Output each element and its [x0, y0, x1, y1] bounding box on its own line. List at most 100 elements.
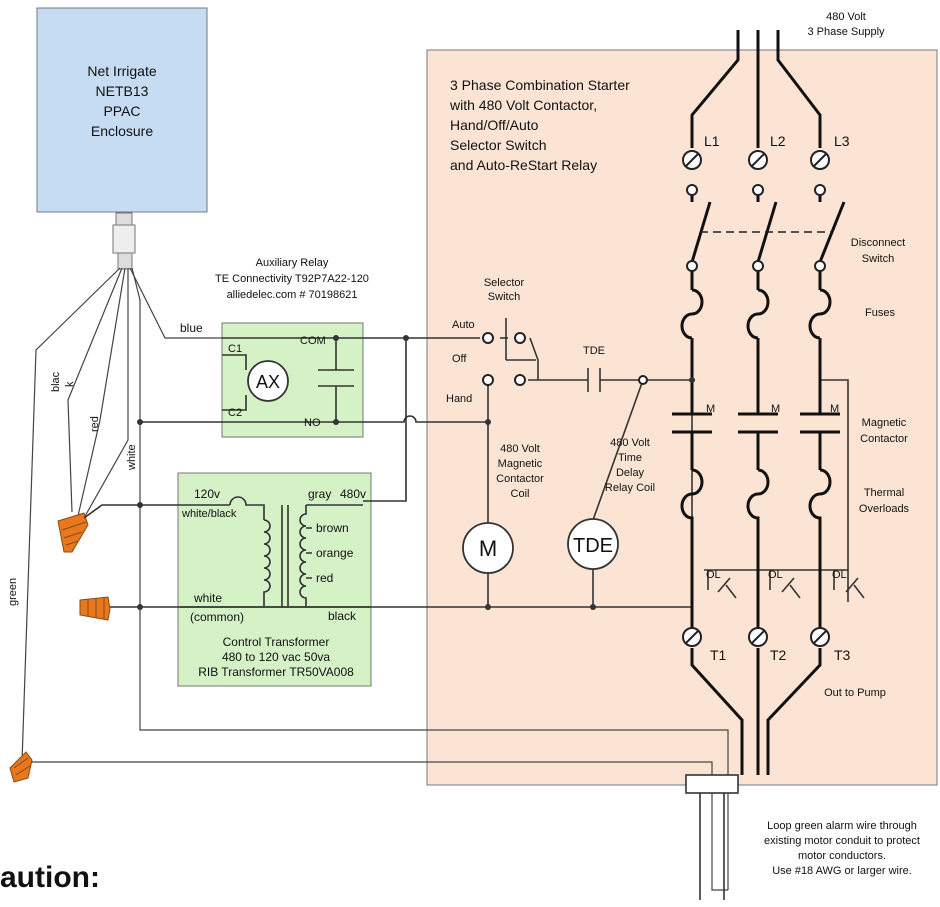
terminal-label-t3: T3 [834, 647, 851, 663]
terminal-label-l3: L3 [834, 133, 850, 149]
loop-note: motor conductors. [798, 850, 886, 862]
transformer-title: Control Transformer [223, 635, 330, 649]
phase-lines [672, 30, 846, 775]
disconnect-label: Switch [862, 253, 894, 265]
aux-relay-box [221, 322, 364, 438]
motor-conduit [685, 774, 739, 900]
aux-relay-internals [222, 335, 354, 425]
contactor-coil-label: 480 Volt [500, 443, 540, 455]
magnetic-contactor-label: Contactor [860, 433, 908, 445]
transformer-480v-label: 480v [340, 487, 366, 501]
terminal-label-l1: L1 [704, 133, 720, 149]
tde-coil-label: Delay [616, 467, 645, 479]
tde-coil-label: Time [618, 452, 642, 464]
tde-coil-symbol [567, 518, 619, 570]
line-terminals [682, 150, 830, 272]
out-to-pump-label: Out to Pump [824, 687, 886, 699]
starter-panel [426, 49, 938, 786]
terminal-label-l2: L2 [770, 133, 786, 149]
transformer-red-label: red [316, 571, 333, 585]
relay-c2-label: C2 [228, 407, 242, 419]
selector-off-label: Off [452, 353, 467, 365]
starter-title: Hand/Off/Auto [450, 117, 539, 133]
contactor-coil-symbol-label: M [479, 536, 497, 561]
loop-note: existing motor conduit to protect [764, 835, 920, 847]
starter-title: and Auto-ReStart Relay [450, 157, 597, 173]
terminal-label-t2: T2 [770, 647, 787, 663]
selector-label: Switch [488, 291, 520, 303]
transformer-black-label: black [328, 609, 357, 623]
loop-note-box [740, 815, 940, 895]
disconnect-label: Disconnect [851, 237, 905, 249]
transformer-box [177, 472, 372, 687]
tde-coil-symbol-label: TDE [573, 535, 613, 557]
transformer-spec: 480 to 120 vac 50va [222, 650, 330, 664]
aux-relay-label: Auxiliary Relay [256, 257, 329, 269]
aux-relay-label: alliedelec.com # 70198621 [227, 289, 358, 301]
contactor-coil-symbol [462, 522, 514, 574]
relay-com-label: COM [300, 335, 326, 347]
terminal-label-t1: T1 [710, 647, 727, 663]
contact-m-label: M [706, 403, 715, 415]
selector-hand-label: Hand [446, 393, 472, 405]
supply-label: 480 Volt [826, 11, 866, 23]
wire-nut-icon [57, 512, 89, 553]
overload-contacts [707, 570, 865, 599]
contactor-coil-label: Coil [511, 488, 530, 500]
transformer-whiteblack-label: white/black [181, 508, 237, 520]
transformer-gray-label: gray [308, 487, 331, 501]
caution-title: aution: [0, 861, 100, 894]
wire-nut-icon [79, 596, 111, 621]
ol-label: OL [768, 569, 783, 581]
transformer-orange-label: orange [316, 546, 354, 560]
wire-nut-icon [9, 751, 33, 783]
magnetic-contactor-label: Magnetic [862, 417, 907, 429]
selector-label: Selector [484, 277, 525, 289]
wire-white-label: white [126, 444, 138, 471]
tde-coil-label: 480 Volt [610, 437, 650, 449]
transformer-white-label: white [193, 591, 222, 605]
selector-auto-label: Auto [452, 319, 475, 331]
selector-switch [482, 318, 536, 386]
contactor-coil-label: Contactor [496, 473, 544, 485]
relay-no-label: NO [304, 417, 321, 429]
transformer-model: RIB Transformer TR50VA008 [198, 665, 354, 679]
ol-label: OL [706, 569, 721, 581]
loop-note: Loop green alarm wire through [767, 820, 917, 832]
wire-black-label: k [64, 381, 76, 387]
enclosure-label: Enclosure [91, 123, 153, 139]
starter-title: 3 Phase Combination Starter [450, 77, 630, 93]
contact-m-label: M [830, 403, 839, 415]
transformer-brown-label: brown [316, 521, 349, 535]
ax-coil-symbol [247, 360, 289, 402]
fuses-label: Fuses [865, 307, 895, 319]
wire-black-label: blac [50, 371, 62, 392]
relay-c1-label: C1 [228, 343, 242, 355]
aux-relay-label: TE Connectivity T92P7A22-120 [215, 273, 369, 285]
junction-dots [137, 335, 695, 610]
transformer-internals [180, 496, 370, 608]
enclosure-label: NETB13 [96, 83, 149, 99]
wire-green-label: green [7, 578, 19, 606]
relay-ax-label: AX [256, 372, 280, 392]
enclosure-box [36, 7, 208, 213]
transformer-common-label: (common) [190, 610, 244, 624]
tde-contact-label: TDE [583, 345, 605, 357]
load-terminals [682, 627, 830, 647]
thermal-overloads-label: Thermal [864, 487, 904, 499]
wire-blue-label: blue [180, 321, 203, 335]
cable-gland [112, 212, 136, 270]
loop-note: Use #18 AWG or larger wire. [772, 865, 912, 877]
starter-title: Selector Switch [450, 137, 546, 153]
transformer-120v-label: 120v [194, 487, 220, 501]
wire-red-label: red [89, 416, 101, 432]
contactor-coil-label: Magnetic [498, 458, 543, 470]
thermal-overloads-label: Overloads [859, 503, 910, 515]
tde-contact-symbol [587, 368, 648, 392]
ol-label: OL [832, 569, 847, 581]
tde-coil-label: Relay Coil [605, 482, 655, 494]
contact-m-label: M [771, 403, 780, 415]
enclosure-label: Net Irrigate [87, 63, 156, 79]
starter-title: with 480 Volt Contactor, [449, 97, 597, 113]
